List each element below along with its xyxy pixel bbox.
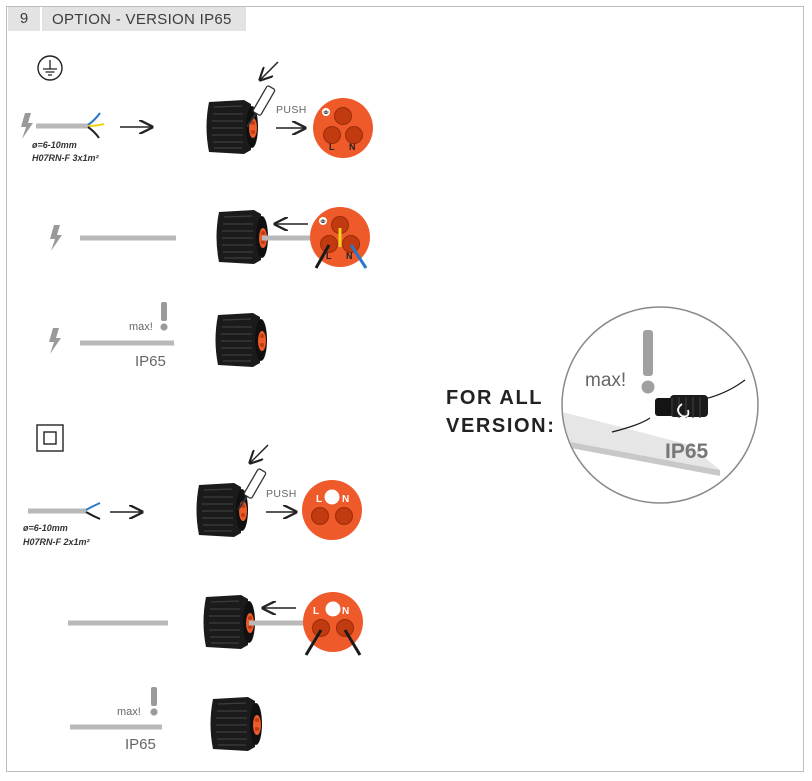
section-header: 9 OPTION - VERSION IP65 xyxy=(8,7,246,31)
max-label: max! xyxy=(129,321,153,333)
double-insulation-icon xyxy=(36,424,64,452)
terminal-face-3pin xyxy=(312,97,374,159)
connector-closed xyxy=(209,696,263,752)
pin-N: N xyxy=(342,494,349,505)
terminal-face-wired xyxy=(309,206,371,269)
push-label: PUSH xyxy=(276,104,307,116)
exclamation-icon xyxy=(160,302,168,331)
for-all-versions-label: FOR ALL VERSION: xyxy=(446,384,555,440)
detail-magnifier xyxy=(561,306,759,504)
connector-closed xyxy=(214,312,268,368)
connector-open xyxy=(205,99,259,155)
pin-N: N xyxy=(346,251,353,261)
pin-L: L xyxy=(326,251,332,261)
connector-body xyxy=(202,594,256,650)
connector-open xyxy=(195,482,249,538)
arrow-down-left xyxy=(260,61,279,80)
detail-max-label: max! xyxy=(585,370,627,391)
max-label: max! xyxy=(117,706,141,718)
section-title: OPTION - VERSION IP65 xyxy=(52,10,232,28)
pin-N: N xyxy=(342,606,349,617)
pin-L: L xyxy=(313,606,319,617)
cable-type-label: H07RN-F 3x1m² xyxy=(32,153,99,163)
tighten-arrow xyxy=(174,330,191,354)
stripped-cable-2wire xyxy=(28,502,101,520)
ip-rating-label: IP65 xyxy=(125,736,156,753)
section-number: 9 xyxy=(8,7,42,31)
for-all-line1: FOR ALL xyxy=(446,387,544,409)
protective-earth-icon xyxy=(37,55,63,81)
cable-diameter-label: ø=6-10mm xyxy=(32,140,77,150)
cable-diameter-label: ø=6-10mm xyxy=(23,523,68,533)
lightning-icon xyxy=(21,113,33,139)
arrow-down-left xyxy=(250,444,269,463)
lightning-icon xyxy=(49,328,61,354)
terminal-face-2pin xyxy=(301,479,363,541)
detail-ip-label: IP65 xyxy=(665,440,709,463)
ip-rating-label: IP65 xyxy=(135,353,166,370)
lightning-icon xyxy=(50,225,62,251)
for-all-line2: VERSION: xyxy=(446,415,556,437)
push-label: PUSH xyxy=(266,488,297,500)
exclamation-icon xyxy=(150,687,158,716)
stripped-cable-3wire xyxy=(36,112,105,139)
figure-frame xyxy=(6,6,804,772)
pin-L: L xyxy=(316,494,322,505)
connector-body xyxy=(215,209,269,265)
terminal-face-2pin-wired xyxy=(302,591,364,656)
cable-type-label: H07RN-F 2x1m² xyxy=(23,537,90,547)
pin-N: N xyxy=(349,142,356,152)
tighten-arrow xyxy=(169,714,186,738)
pin-L: L xyxy=(329,142,335,152)
